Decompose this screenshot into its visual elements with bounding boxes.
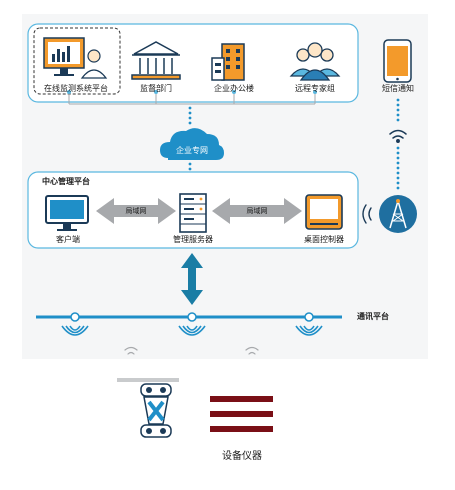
bus-node-3: [295, 312, 323, 336]
signal-tower-icon: [379, 195, 417, 233]
office-building-icon: [211, 43, 245, 81]
label-desktop-controller: 桌面控制器: [304, 235, 344, 244]
device-top-bar: [117, 378, 179, 382]
label-expert-group: 远程专家组: [295, 84, 335, 93]
label-device-instrument: 设备仪器: [222, 451, 262, 462]
top-icon-dots: [67, 90, 317, 94]
cloud-to-center-dots: [188, 162, 192, 171]
server-icon: [179, 193, 207, 233]
label-monitor-platform: 在线监测系统平台: [44, 84, 108, 93]
label-client: 客户端: [56, 235, 80, 244]
tower-signal-waves: [362, 204, 372, 224]
monitor-platform-highlight: [33, 27, 121, 95]
label-sms-notice: 短信通知: [382, 84, 414, 93]
instrument-bars-icon: [210, 396, 273, 432]
label-communication-platform: 通讯平台: [357, 312, 389, 321]
wireless-waves-right: [245, 346, 259, 355]
monitor-with-user-icon: [43, 37, 108, 79]
label-supervision-dept: 监督部门: [140, 84, 172, 93]
lan-arrow-right: [212, 198, 302, 224]
label-office-building: 企业办公楼: [214, 84, 254, 93]
expert-group-icon: [289, 42, 341, 81]
top-connector-lines: [68, 94, 316, 105]
wifi-signal-icon: [389, 129, 407, 143]
cloud-icon: [160, 128, 224, 160]
lan-arrow-left: [96, 198, 176, 224]
bus-node-1: [61, 312, 89, 336]
bus-node-2: [178, 312, 206, 336]
label-lan-right: 局域网: [246, 207, 268, 215]
instrument-device-icon: [140, 383, 172, 438]
government-building-icon: [131, 41, 181, 80]
center-platform-title: 中心管理平台: [42, 177, 90, 186]
wireless-waves-left: [124, 346, 138, 355]
top-group-frame: [27, 23, 359, 103]
desktop-controller-icon: [305, 194, 343, 230]
sms-link-dots: [396, 98, 400, 190]
label-enterprise-network: 企业专网: [176, 146, 208, 155]
mobile-phone-icon: [383, 39, 412, 83]
server-bus-arrow: [181, 253, 203, 305]
label-lan-left: 局域网: [125, 207, 147, 215]
label-management-server: 管理服务器: [173, 235, 213, 244]
client-monitor-icon: [45, 195, 89, 231]
cloud-link-dots: [188, 106, 192, 125]
